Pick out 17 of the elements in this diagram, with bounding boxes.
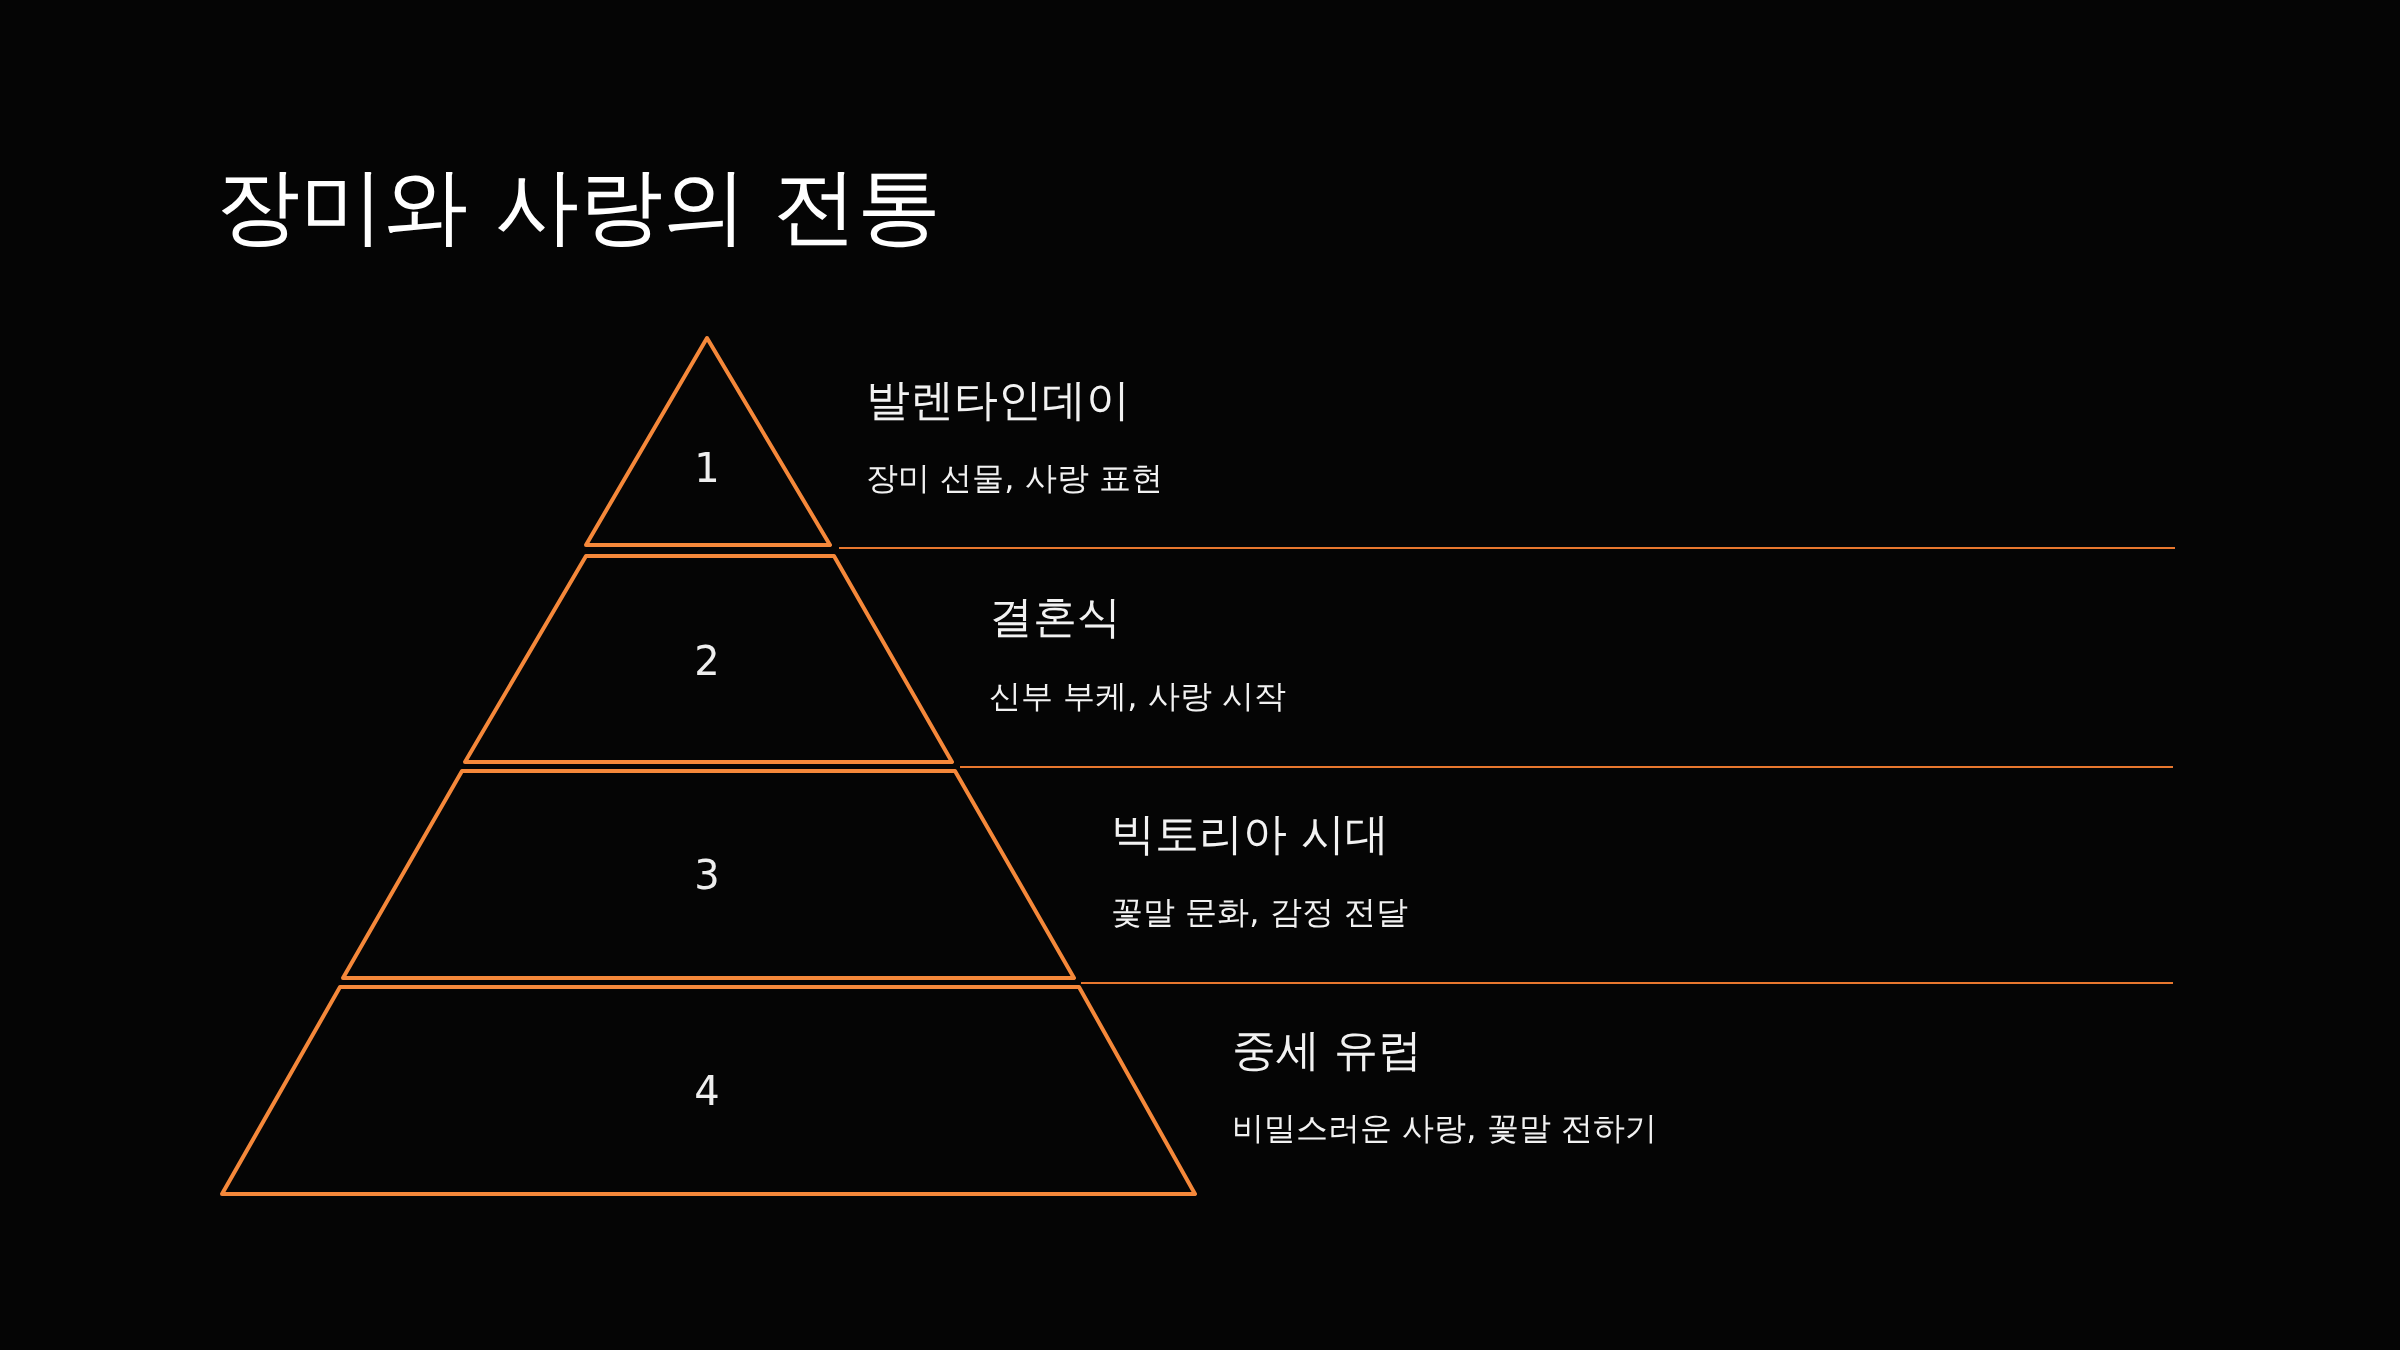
level-heading: 빅토리아 시대: [1111, 812, 1389, 856]
level-number: 3: [694, 855, 720, 895]
title: 장미와 사랑의 전통: [216, 156, 942, 257]
level-description: 신부 부케, 사랑 시작: [989, 680, 1286, 712]
level-number: 1: [694, 448, 720, 488]
level-heading: 결혼식: [989, 595, 1121, 639]
pyramid-segment: [461, 552, 956, 766]
level-number: 4: [694, 1071, 720, 1111]
level-description: 장미 선물, 사랑 표현: [866, 462, 1163, 494]
pyramid-segment: [339, 767, 1078, 982]
pyramid-segment: [582, 334, 834, 549]
level-heading: 중세 유럽: [1232, 1028, 1422, 1072]
level-description: 비밀스러운 사랑, 꽃말 전하기: [1232, 1112, 1657, 1144]
level-number: 2: [694, 641, 720, 681]
level-heading: 발렌타인데이: [866, 378, 1130, 422]
level-description: 꽃말 문화, 감정 전달: [1111, 896, 1408, 928]
pyramid-segment: [218, 983, 1199, 1198]
